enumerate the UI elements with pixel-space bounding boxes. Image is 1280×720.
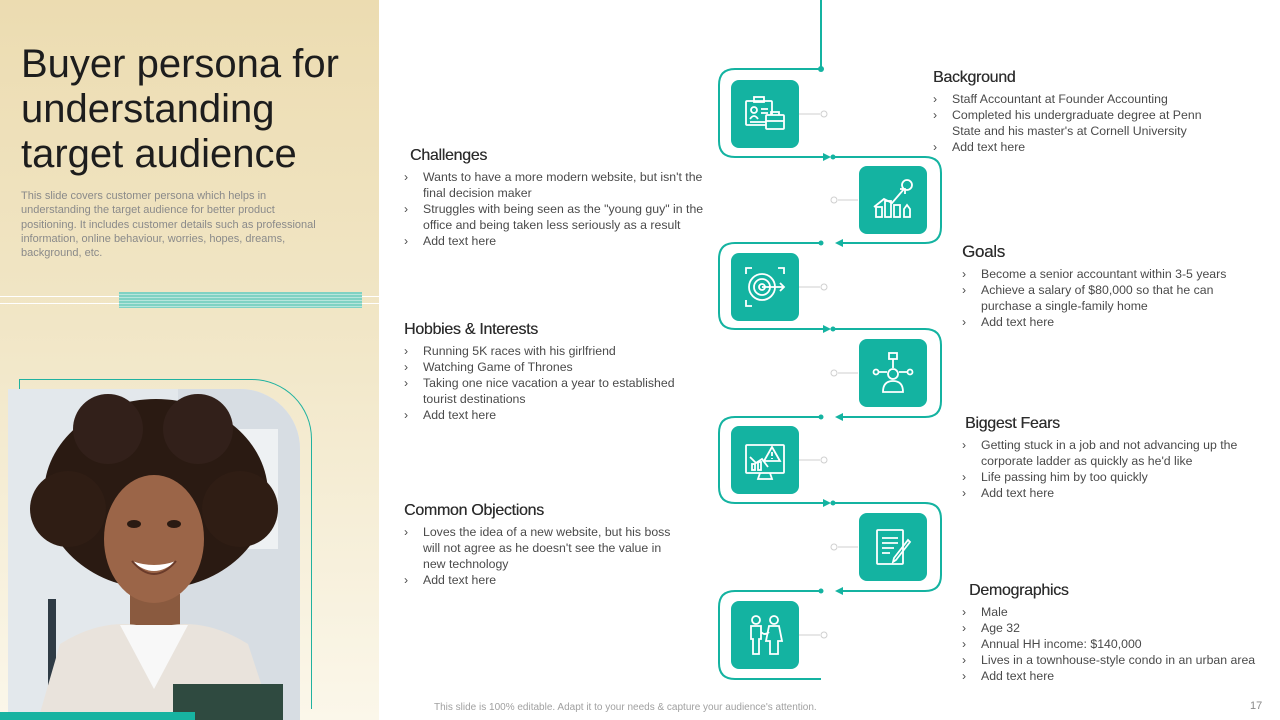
list-item: Add text here [933,139,1233,155]
page-number: 17 [1250,700,1263,712]
list-item: Life passing him by too quickly [962,469,1252,485]
list-item: Loves the idea of a new website, but his… [404,524,674,572]
hobbies-title: Hobbies & Interests [404,321,538,338]
list-item: Achieve a salary of $80,000 so that he c… [962,282,1262,314]
network-person-icon [859,339,927,407]
growth-chart-icon [859,166,927,234]
list-item: Watching Game of Thrones [404,359,704,375]
fears-title: Biggest Fears [965,415,1060,432]
list-item: Add text here [404,233,728,249]
accent-strip [0,712,195,720]
footer-note: This slide is 100% editable. Adapt it to… [434,702,817,713]
list-item: Add text here [962,314,1262,330]
list-item: Wants to have a more modern website, but… [404,169,728,201]
target-icon [731,253,799,321]
list-item: Age 32 [962,620,1280,636]
demographics-title: Demographics [969,582,1069,599]
list-item: Add text here [404,407,704,423]
list-item: Taking one nice vacation a year to estab… [404,375,704,407]
list-item: Add text here [962,485,1252,501]
list-item: Running 5K races with his girlfriend [404,343,704,359]
list-item: Getting stuck in a job and not advancing… [962,437,1252,469]
challenges-section: Challenges Wants to have a more modern w… [404,147,728,249]
list-item: Add text here [404,572,674,588]
list-item: Staff Accountant at Founder Accounting [933,91,1233,107]
id-card-briefcase-icon [731,80,799,148]
list-item: Struggles with being seen as the "young … [404,201,728,233]
objections-title: Common Objections [404,502,544,519]
list-item: Male [962,604,1280,620]
list-item: Add text here [962,668,1280,684]
decorative-bar [119,292,362,308]
list-item: Annual HH income: $140,000 [962,636,1280,652]
hobbies-section: Hobbies & Interests Running 5K races wit… [404,321,704,423]
persona-photo [8,389,300,720]
background-section: Background Staff Accountant at Founder A… [933,69,1233,155]
list-item: Completed his undergraduate degree at Pe… [933,107,1233,139]
background-title: Background [933,69,1016,86]
document-pen-icon [859,513,927,581]
fears-section: Biggest Fears Getting stuck in a job and… [962,415,1252,501]
list-item: Become a senior accountant within 3-5 ye… [962,266,1262,282]
slide-description: This slide covers customer persona which… [21,190,316,260]
goals-title: Goals [962,242,1005,261]
slide-title: Buyer persona for understanding target a… [21,42,339,176]
goals-section: Goals Become a senior accountant within … [962,242,1262,330]
objections-section: Common Objections Loves the idea of a ne… [404,502,674,588]
challenges-title: Challenges [410,147,488,164]
couple-icon [731,601,799,669]
demographics-section: Demographics Male Age 32 Annual HH incom… [962,582,1280,684]
warning-chart-icon [731,426,799,494]
list-item: Lives in a townhouse-style condo in an u… [962,652,1280,668]
